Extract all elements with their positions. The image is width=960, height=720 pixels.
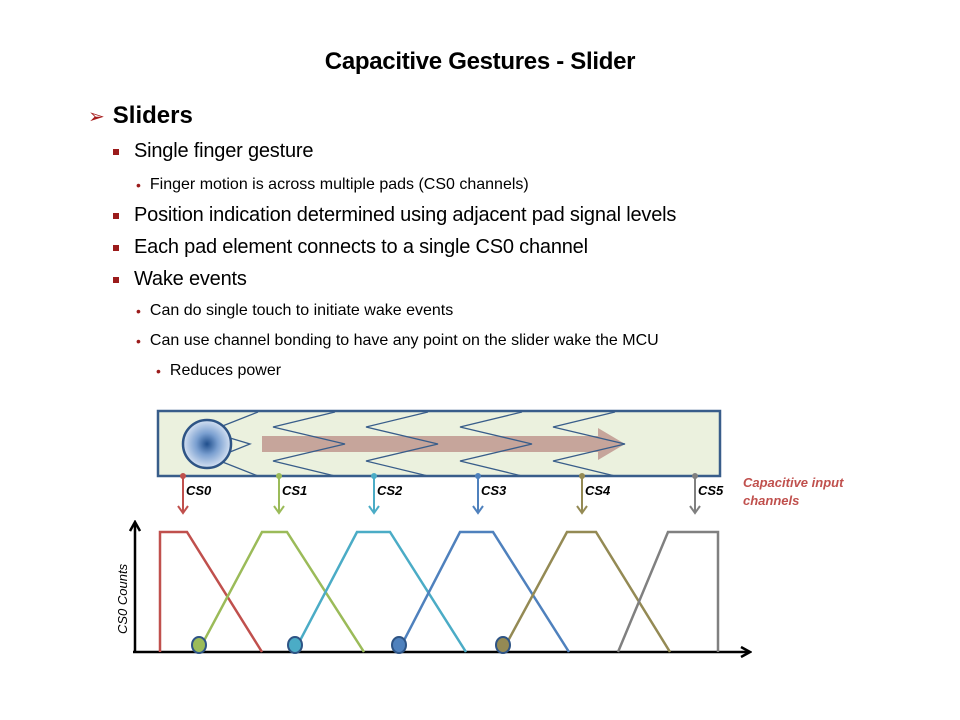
response-curve-cs4: [500, 530, 672, 653]
dot-bullet-icon: •: [136, 177, 141, 193]
electrode-boundary: [219, 411, 259, 428]
electrode-boundary: [459, 411, 533, 477]
bullet-single-touch: • Can do single touch to initiate wake e…: [136, 302, 453, 320]
bullet-text: Single finger gesture: [134, 140, 314, 162]
square-bullet-icon: [113, 212, 119, 219]
arrow-bullet-icon: ➢: [88, 105, 105, 128]
electrode-boundary: [552, 411, 626, 477]
channels-caption-line1: Capacitive input: [743, 475, 844, 490]
bullet-channel-bonding: • Can use channel bonding to have any po…: [136, 332, 659, 350]
marker-cs1: [191, 636, 207, 654]
bullet-wake-events: Wake events: [113, 268, 247, 291]
bullet-finger-motion: • Finger motion is across multiple pads …: [136, 176, 529, 194]
channel-label: CS0: [186, 483, 212, 498]
bullet-text: Sliders: [112, 102, 193, 129]
finger-touch-icon: [181, 418, 233, 470]
slide-title: Capacitive Gestures - Slider: [324, 48, 636, 75]
y-axis-label: CS0 Counts: [115, 563, 130, 634]
marker-cs2: [287, 636, 303, 654]
response-curve-cs0: [158, 530, 264, 653]
electrode-boundary: [272, 411, 346, 477]
down-arrow-icon: [177, 505, 189, 515]
electrode-boundary: [229, 437, 252, 453]
marker-cs3: [391, 636, 407, 654]
crossing-markers: [191, 636, 511, 654]
channel-connector-cs3: CS3: [472, 473, 507, 515]
channel-connector-cs2: CS2: [368, 473, 403, 515]
channel-label: CS1: [282, 483, 307, 498]
electrode-boundary: [219, 460, 259, 477]
bullet-text: Can do single touch to initiate wake eve…: [149, 302, 454, 319]
bullet-text: Each pad element connects to a single CS…: [134, 236, 588, 258]
bullet-text: Position indication determined using adj…: [134, 204, 677, 226]
down-arrow-icon: [368, 505, 380, 515]
down-arrow-icon: [689, 505, 701, 515]
channel-connector-cs0: CS0: [177, 473, 212, 515]
bullet-sliders: ➢ Sliders: [88, 102, 193, 130]
bullet-text: Wake events: [134, 268, 247, 290]
response-curve-cs3: [396, 530, 571, 653]
bullet-position-indication: Position indication determined using adj…: [113, 204, 676, 227]
down-arrow-icon: [273, 505, 285, 515]
channel-response-curves: [158, 530, 720, 653]
bullet-text: Reduces power: [169, 362, 282, 379]
marker-cs4: [495, 636, 511, 654]
bullet-text: Can use channel bonding to have any poin…: [149, 332, 659, 349]
motion-arrow: [262, 428, 625, 460]
channel-connector-cs5: CS5: [689, 473, 724, 515]
response-curve-cs1: [196, 530, 366, 653]
bullet-single-finger: Single finger gesture: [113, 140, 313, 163]
channel-connector-cs4: CS4: [576, 473, 611, 515]
square-bullet-icon: [113, 276, 119, 283]
channel-label: CS2: [377, 483, 403, 498]
pad-electrode-overlay: [219, 411, 626, 477]
channel-label: CS4: [585, 483, 611, 498]
electrode-boundary: [365, 411, 439, 477]
channel-connector-cs1: CS1: [273, 473, 307, 515]
square-bullet-icon: [113, 148, 119, 155]
down-arrow-icon: [576, 505, 588, 515]
down-arrow-icon: [472, 505, 484, 515]
bullet-each-pad: Each pad element connects to a single CS…: [113, 236, 588, 259]
dot-bullet-icon: •: [136, 303, 141, 319]
channel-label: CS3: [481, 483, 507, 498]
square-bullet-icon: [113, 244, 119, 251]
bullet-reduces-power: • Reduces power: [156, 362, 281, 380]
dot-bullet-icon: •: [156, 363, 161, 379]
channel-connectors: CS0 CS1 CS2 CS3 CS4 CS5: [177, 473, 724, 515]
channel-label: CS5: [698, 483, 724, 498]
response-curve-cs2: [292, 530, 468, 653]
dot-bullet-icon: •: [136, 333, 141, 349]
bullet-text: Finger motion is across multiple pads (C…: [149, 176, 529, 193]
response-curve-cs5: [616, 530, 720, 653]
channels-caption-line2: channels: [743, 493, 799, 508]
